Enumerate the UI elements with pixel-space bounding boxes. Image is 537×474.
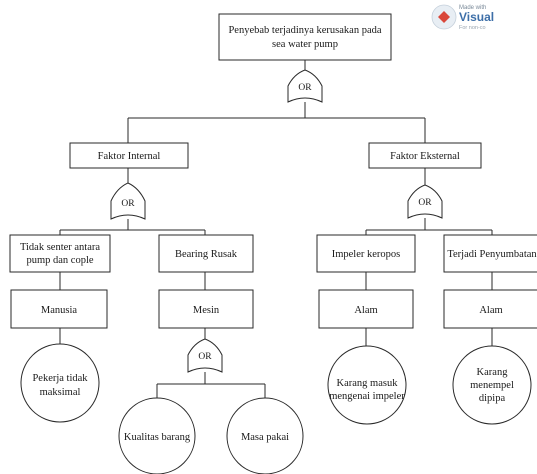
- or-gate-mesin-label: OR: [198, 352, 212, 362]
- karang-masuk-circle: [327, 345, 407, 425]
- pekerja-label-line1: Pekerja tidak: [32, 373, 88, 384]
- masa-pakai-node: Masa pakai: [226, 397, 304, 474]
- or-gate-mesin-shape: [187, 338, 223, 373]
- tidak-senter-label-line1: Tidak senter antara: [20, 242, 100, 253]
- karang-masuk-label-line1: Karang masuk: [337, 378, 399, 389]
- masa-pakai-label: Masa pakai: [241, 432, 289, 443]
- faktor-internal-box: [69, 142, 189, 169]
- pekerja-tidak-maksimal-circle: [20, 343, 100, 423]
- alam-penyumbatan-box: [443, 289, 537, 329]
- alam-penyumbatan-label: Alam: [479, 305, 502, 316]
- connector-lines: [59, 60, 493, 398]
- or-gate-eksternal: OR: [407, 184, 443, 219]
- mesin-box: [158, 289, 254, 329]
- bearing-rusak-box: [158, 234, 254, 273]
- karang-menempel-label-line2: menempel: [470, 380, 514, 391]
- manusia-box: [10, 289, 108, 329]
- pekerja-label-line2: maksimal: [40, 387, 81, 398]
- karang-masuk-node: Karang masuk mengenai impeler: [327, 345, 407, 425]
- impeler-keropos-node: Impeler keropos: [316, 234, 416, 273]
- watermark-diamond-icon: [438, 11, 450, 23]
- kualitas-barang-circle: [118, 397, 196, 474]
- kualitas-barang-node: Kualitas barang: [118, 397, 196, 474]
- root-event-label-line2: sea water pump: [272, 39, 338, 50]
- masa-pakai-circle: [226, 397, 304, 474]
- manusia-label: Manusia: [41, 305, 78, 316]
- tidak-senter-box: [9, 234, 111, 273]
- or-gate-internal-label: OR: [121, 199, 135, 209]
- alam-impeler-node: Alam: [318, 289, 414, 329]
- karang-menempel-node: Karang menempel dipipa: [452, 345, 532, 425]
- terjadi-penyumbatan-label: Terjadi Penyumbatan: [447, 249, 537, 260]
- alam-penyumbatan-node: Alam: [443, 289, 537, 329]
- root-event-box: [218, 13, 392, 61]
- bearing-rusak-label: Bearing Rusak: [175, 249, 238, 260]
- faktor-eksternal-label: Faktor Eksternal: [390, 151, 460, 162]
- terjadi-penyumbatan-box: [443, 234, 537, 273]
- or-gate-root-shape: [287, 69, 323, 103]
- bearing-rusak-node: Bearing Rusak: [158, 234, 254, 273]
- faktor-eksternal-node: Faktor Eksternal: [368, 142, 482, 169]
- terjadi-penyumbatan-node: Terjadi Penyumbatan: [443, 234, 537, 273]
- watermark-brand: Visual: [459, 10, 494, 24]
- mesin-node: Mesin: [158, 289, 254, 329]
- alam-impeler-box: [318, 289, 414, 329]
- or-gate-mesin: OR: [187, 338, 223, 373]
- faktor-eksternal-box: [368, 142, 482, 169]
- karang-menempel-label-line3: dipipa: [479, 393, 506, 404]
- mesin-label: Mesin: [193, 305, 220, 316]
- kualitas-barang-label: Kualitas barang: [124, 432, 191, 443]
- visual-paradigm-watermark: Made with Visual For non-co: [431, 4, 494, 31]
- pekerja-tidak-maksimal-node: Pekerja tidak maksimal: [20, 343, 100, 423]
- watermark-license: For non-co: [459, 25, 486, 31]
- karang-menempel-label-line1: Karang: [477, 367, 509, 378]
- or-gate-root: OR: [287, 69, 323, 103]
- tidak-senter-label-line2: pump dan cople: [26, 255, 93, 266]
- karang-menempel-circle: [452, 345, 532, 425]
- faktor-internal-label: Faktor Internal: [98, 151, 161, 162]
- watermark-made-with: Made with: [459, 5, 486, 11]
- manusia-node: Manusia: [10, 289, 108, 329]
- or-gate-internal-shape: [110, 182, 146, 220]
- or-gate-eksternal-shape: [407, 184, 443, 219]
- or-gate-eksternal-label: OR: [418, 198, 432, 208]
- root-event-label-line1: Penyebab terjadinya kerusakan pada: [228, 25, 381, 36]
- or-gate-internal: OR: [110, 182, 146, 220]
- root-event: Penyebab terjadinya kerusakan pada sea w…: [218, 13, 392, 61]
- impeler-keropos-label: Impeler keropos: [332, 249, 401, 260]
- or-gate-root-label: OR: [298, 83, 312, 93]
- impeler-keropos-box: [316, 234, 416, 273]
- tidak-senter-node: Tidak senter antara pump dan cople: [9, 234, 111, 273]
- karang-masuk-label-line2: mengenai impeler: [329, 391, 405, 402]
- faktor-internal-node: Faktor Internal: [69, 142, 189, 169]
- alam-impeler-label: Alam: [354, 305, 377, 316]
